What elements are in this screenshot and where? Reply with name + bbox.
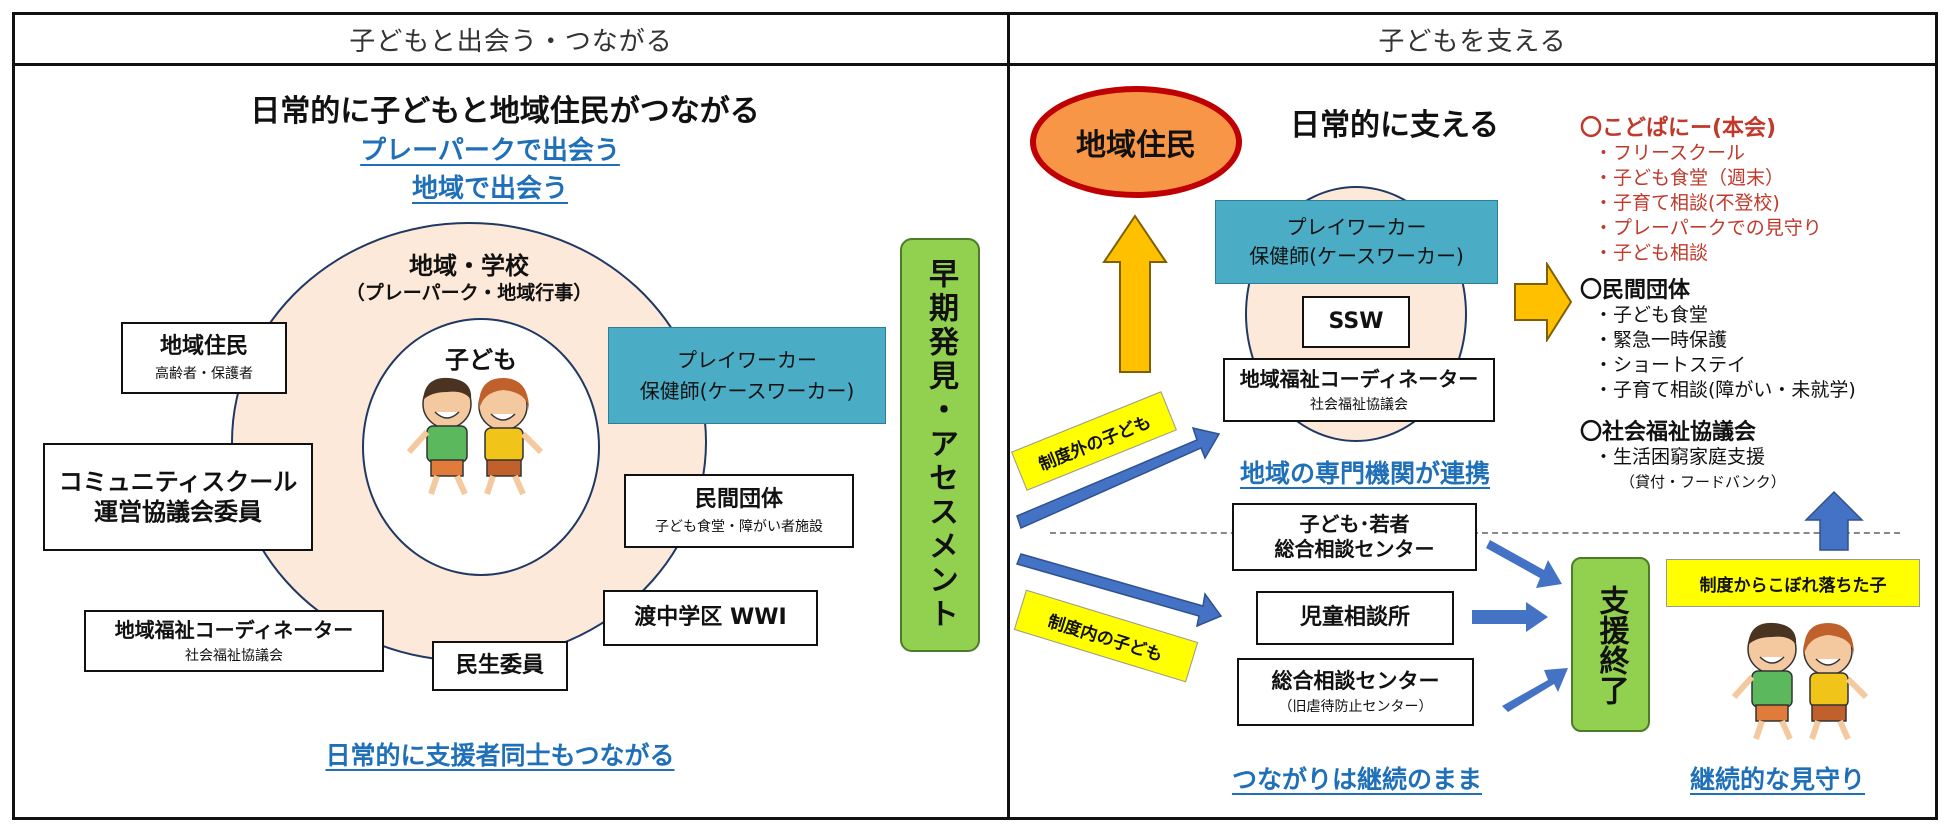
sougou-box: 総合相談センター （旧虐待防止センター）: [1237, 658, 1474, 726]
early-detection-bar: 早期発見・アセスメント: [900, 238, 980, 652]
support-end-bar: 支援終了: [1571, 557, 1650, 732]
resident-box: 地域住民 高齢者・保護者: [121, 322, 287, 394]
ssw-label: SSW: [1328, 309, 1384, 335]
left-sub2: 地域で出会う: [411, 174, 568, 204]
shakyo-item: ・生活困窮家庭支援: [1594, 446, 1766, 468]
right-arrow-orange-icon: [1514, 262, 1573, 342]
minsei-box: 民生委員: [432, 641, 568, 691]
up-arrow-blue-icon: [1804, 490, 1864, 551]
watch-text: 継続的な見守り: [1690, 765, 1866, 794]
shakyo-note: （貸付・フードバンク）: [1620, 473, 1786, 491]
kodopany-item: ・プレーパークでの見守り: [1594, 217, 1822, 239]
playworker-line2-right: 保健師(ケースワーカー): [1249, 244, 1464, 268]
left-header: 子どもと出会う・つながる: [349, 26, 673, 57]
private-org-sub: 子ども食堂・障がい者施設: [655, 518, 823, 535]
watari-label: 渡中学区 WWI: [634, 605, 787, 631]
dropped-children-label: 制度からこぼれ落ちた子: [1666, 559, 1920, 607]
children-illustration-right: [1731, 622, 1869, 741]
playworker-box-right: プレイワーカー 保健師(ケースワーカー): [1215, 200, 1498, 284]
shakyo-head: 〇社会福祉協議会: [1580, 420, 1757, 445]
children-illustration: [406, 377, 544, 496]
kodopany-item: ・フリースクール: [1594, 142, 1746, 164]
arrow-sougou-icon: [1502, 668, 1568, 712]
arrow-jidou-icon: [1472, 602, 1548, 632]
welfare-coordinator-title: 地域福祉コーディネーター: [114, 617, 354, 642]
resident-oval-label: 地域住民: [1076, 128, 1196, 163]
community-school-line1: コミュニティスクール: [58, 468, 298, 496]
arrow-youth-icon: [1486, 540, 1562, 588]
minkan-head: 〇民間団体: [1580, 278, 1691, 303]
sougou-title: 総合相談センター: [1271, 668, 1440, 693]
kodopany-item: ・子ども相談: [1594, 242, 1709, 264]
ring-title: 地域・学校: [409, 252, 529, 280]
minsei-label: 民生委員: [455, 653, 544, 679]
sougou-sub: （旧虐待防止センター）: [1278, 699, 1433, 716]
right-panel: [1007, 12, 1938, 820]
welfare-coordinator-box: 地域福祉コーディネーター 社会福祉協議会: [84, 610, 384, 672]
playworker-line2-left: 保健師(ケースワーカー): [639, 378, 855, 403]
welfare-coordinator-sub: 社会福祉協議会: [185, 647, 283, 664]
playworker-box-left: プレイワーカー 保健師(ケースワーカー): [608, 327, 886, 424]
resident-sub: 高齢者・保護者: [155, 365, 253, 382]
resident-title: 地域住民: [159, 334, 248, 360]
kodopany-head: 〇こどぱにー(本会): [1580, 116, 1777, 141]
community-school-line2: 運営協議会委員: [94, 498, 262, 526]
right-title: 日常的に支える: [1290, 108, 1500, 143]
left-bottom-text: 日常的に支援者同士もつながる: [325, 741, 675, 770]
youth-center-box: 子ども･若者 総合相談センター: [1232, 503, 1477, 571]
minkan-item: ・子育て相談(障がい・未就学): [1594, 379, 1856, 401]
right-header: 子どもを支える: [1378, 26, 1567, 57]
minkan-item: ・子ども食堂: [1594, 304, 1709, 326]
playworker-line1-left: プレイワーカー: [677, 347, 817, 372]
playworker-line1-right: プレイワーカー: [1286, 215, 1427, 239]
welfare-coordinator-title-right: 地域福祉コーディネーター: [1239, 366, 1479, 391]
jidou-label: 児童相談所: [1299, 605, 1410, 631]
resident-oval: 地域住民: [1030, 86, 1242, 198]
ssw-box: SSW: [1302, 296, 1410, 348]
ring-sub: （プレーパーク・地域行事）: [345, 282, 593, 304]
support-end-label: 支援終了: [1593, 584, 1629, 705]
left-title: 日常的に子どもと地域住民がつながる: [250, 94, 760, 129]
continue-text: つながりは継続のまま: [1232, 765, 1483, 794]
jidou-box: 児童相談所: [1256, 591, 1454, 645]
shakyo-list: 〇社会福祉協議会 ・生活困窮家庭支援 （貸付・フードバンク）: [1580, 420, 1786, 495]
header-divider: [12, 63, 1938, 66]
early-detection-label: 早期発見・アセスメント: [923, 258, 958, 632]
youth-center-line2: 総合相談センター: [1274, 537, 1435, 561]
welfare-coordinator-sub-right: 社会福祉協議会: [1310, 396, 1408, 413]
welfare-coordinator-box-right: 地域福祉コーディネーター 社会福祉協議会: [1223, 358, 1495, 422]
up-arrow-icon: [1102, 214, 1168, 373]
kodopany-item: ・子ども食堂（週末）: [1594, 167, 1785, 189]
community-school-box: コミュニティスクール 運営協議会委員: [43, 443, 313, 551]
youth-center-line1: 子ども･若者: [1299, 512, 1410, 536]
kodopany-list: 〇こどぱにー(本会) ・フリースクール ・子ども食堂（週末） ・子育て相談(不登…: [1580, 116, 1822, 266]
minkan-item: ・緊急一時保護: [1594, 329, 1728, 351]
link-text: 地域の専門機関が連携: [1240, 459, 1491, 488]
watari-box: 渡中学区 WWI: [603, 590, 818, 646]
private-org-box: 民間団体 子ども食堂・障がい者施設: [624, 474, 854, 548]
minkan-list: 〇民間団体 ・子ども食堂 ・緊急一時保護 ・ショートステイ ・子育て相談(障がい…: [1580, 278, 1856, 403]
child-circle: [362, 318, 600, 576]
inside-arrow-icon: [1015, 553, 1223, 628]
private-org-title: 民間団体: [694, 487, 783, 513]
kodopany-item: ・子育て相談(不登校): [1594, 192, 1780, 214]
left-sub1: プレーパークで出会う: [360, 136, 620, 166]
outside-arrow-icon: [1016, 426, 1221, 530]
minkan-item: ・ショートステイ: [1594, 354, 1747, 376]
child-label: 子ども: [445, 346, 517, 374]
